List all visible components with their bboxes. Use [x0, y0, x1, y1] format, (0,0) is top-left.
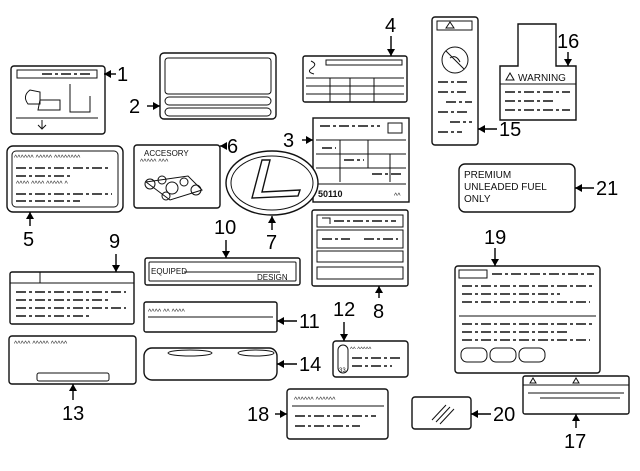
leader-arrows — [26, 36, 594, 428]
fuel-line-2: UNLEADED FUEL — [464, 182, 547, 193]
callout-10: 10 — [214, 217, 236, 239]
fuel-line-3: ONLY — [464, 194, 491, 205]
callout-21: 21 — [596, 178, 618, 200]
design-text: DESIGN — [257, 273, 288, 282]
code-text: 50110 — [318, 189, 343, 199]
label-12-small: 33 — [339, 368, 346, 374]
label-14 — [143, 347, 278, 381]
fuel-line-1: PREMIUM — [464, 170, 511, 181]
warning-text: WARNING — [518, 73, 566, 84]
label-7-emblem — [225, 150, 319, 216]
svg-text:^^^^ ^^^^ ^^^^^ ^: ^^^^ ^^^^ ^^^^^ ^ — [16, 181, 69, 188]
svg-text:^^: ^^ — [394, 193, 401, 200]
label-4 — [302, 55, 408, 103]
svg-text:^^^^^^ ^^^^^ ^^^^^^^^: ^^^^^^ ^^^^^ ^^^^^^^^ — [14, 155, 81, 162]
label-13: ^^^^^ ^^^^^ ^^^^^ — [8, 335, 137, 385]
label-15 — [431, 16, 479, 146]
callout-20: 20 — [493, 404, 515, 426]
label-18-text: ^^^^^^ ^^^^^^ — [294, 397, 336, 404]
label-18: ^^^^^^ ^^^^^^ — [286, 388, 389, 440]
label-3: 50110 ^^ — [312, 117, 410, 203]
label-8 — [311, 209, 409, 287]
label-17 — [522, 375, 630, 415]
callout-11: 11 — [299, 311, 320, 333]
callout-2: 2 — [129, 96, 140, 118]
accesory-text: ACCESORY — [144, 149, 189, 158]
callout-17: 17 — [564, 431, 586, 453]
label-2 — [159, 52, 277, 120]
callout-numbers: 1 2 3 4 5 6 7 8 9 10 11 12 13 14 15 16 1… — [23, 15, 618, 453]
label-11-text: ^^^^ ^^ ^^^^ — [148, 309, 185, 316]
callout-7: 7 — [266, 232, 277, 254]
label-16: WARNING — [499, 23, 577, 121]
label-9 — [9, 271, 135, 325]
accesory-wave: ^^^^^ ^^^ — [140, 159, 169, 166]
callout-6: 6 — [227, 136, 238, 158]
label-20 — [411, 396, 472, 430]
callout-19: 19 — [484, 227, 506, 249]
callout-3: 3 — [283, 130, 294, 152]
callout-8: 8 — [373, 301, 384, 323]
equiped-text: EQUIPED — [151, 267, 187, 276]
label-21: PREMIUM UNLEADED FUEL ONLY — [458, 163, 576, 213]
label-6: ACCESORY ^^^^^ ^^^ — [133, 144, 221, 209]
label-11: ^^^^ ^^ ^^^^ — [143, 301, 278, 333]
callout-14: 14 — [299, 354, 321, 376]
callout-1: 1 — [117, 64, 128, 86]
callout-13: 13 — [62, 403, 84, 425]
label-19 — [454, 265, 601, 374]
label-13-text: ^^^^^ ^^^^^ ^^^^^ — [14, 341, 68, 348]
label-10: EQUIPED DESIGN — [144, 257, 301, 286]
label-12-text: ^^ ^^^^^ — [350, 347, 372, 353]
callout-15: 15 — [499, 119, 521, 141]
callout-12: 12 — [333, 299, 355, 321]
label-12: ^^ ^^^^^ 33 — [332, 340, 409, 378]
callout-9: 9 — [109, 231, 120, 253]
callout-5: 5 — [23, 229, 34, 251]
label-1 — [10, 65, 106, 135]
label-5: ^^^^^^ ^^^^^ ^^^^^^^^ ^^^^ ^^^^ ^^^^^ ^ — [6, 145, 124, 213]
callout-4: 4 — [385, 15, 396, 37]
callout-16: 16 — [557, 31, 579, 53]
callout-18: 18 — [247, 404, 269, 426]
